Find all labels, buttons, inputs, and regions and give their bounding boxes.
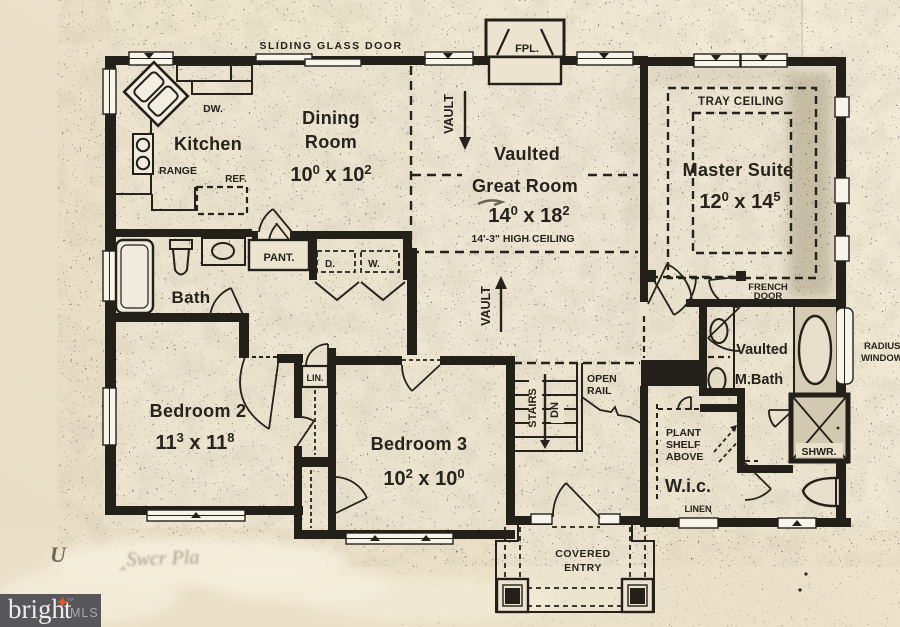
svg-text:MLS: MLS (70, 606, 99, 620)
svg-text:LIN.: LIN. (307, 373, 324, 383)
svg-text:PLANT: PLANT (666, 427, 702, 439)
svg-text:W.i.c.: W.i.c. (665, 476, 711, 496)
svg-text:SLIDING GLASS DOOR: SLIDING GLASS DOOR (259, 40, 402, 52)
svg-text:DW.: DW. (203, 103, 223, 115)
svg-text:RAIL: RAIL (587, 385, 612, 397)
svg-text:FRENCH: FRENCH (748, 282, 788, 293)
svg-text:Vaulted: Vaulted (736, 342, 788, 358)
svg-text:VAULT: VAULT (442, 94, 456, 134)
svg-text:Great Room: Great Room (472, 176, 578, 196)
svg-text:D.: D. (325, 259, 335, 270)
svg-text:Bedroom 2: Bedroom 2 (150, 401, 247, 421)
svg-text:140 x 182: 140 x 182 (488, 203, 569, 227)
svg-text:120 x 145: 120 x 145 (699, 189, 780, 213)
svg-text:W.: W. (368, 259, 380, 270)
svg-text:TRAY CEILING: TRAY CEILING (698, 96, 784, 108)
svg-text:VAULT: VAULT (479, 286, 493, 326)
svg-text:LINEN: LINEN (685, 504, 712, 514)
svg-text:Bath: Bath (172, 288, 211, 307)
svg-text:SHWR.: SHWR. (802, 446, 837, 458)
svg-text:REF.: REF. (225, 174, 247, 185)
svg-text:RANGE: RANGE (159, 165, 197, 177)
svg-text:14'-3" HIGH CEILING: 14'-3" HIGH CEILING (471, 233, 574, 245)
svg-text:ABOVE: ABOVE (666, 451, 703, 463)
svg-text:SHELF: SHELF (666, 439, 701, 451)
svg-text:COVERED: COVERED (555, 548, 610, 560)
svg-text:RADIUS: RADIUS (864, 341, 900, 352)
svg-text:STAIRS: STAIRS (527, 388, 539, 428)
svg-text:100 x 102: 100 x 102 (290, 162, 371, 186)
svg-text:PANT.: PANT. (264, 252, 295, 264)
svg-text:WINDOW: WINDOW (861, 353, 900, 364)
svg-text:DOOR: DOOR (754, 291, 783, 302)
svg-text:OPEN: OPEN (587, 373, 617, 385)
svg-text:TM: TM (67, 597, 74, 602)
svg-text:113 x 118: 113 x 118 (155, 430, 234, 454)
svg-text:Kitchen: Kitchen (174, 134, 242, 154)
svg-text:102 x 100: 102 x 100 (383, 466, 464, 490)
svg-text:M.Bath: M.Bath (735, 372, 783, 388)
svg-text:ENTRY: ENTRY (564, 562, 602, 574)
svg-text:Dining: Dining (302, 108, 360, 128)
svg-text:Room: Room (305, 132, 357, 152)
svg-text:Master Suite: Master Suite (683, 160, 794, 180)
svg-text:Bedroom 3: Bedroom 3 (371, 434, 468, 454)
svg-text:DN: DN (549, 402, 561, 418)
svg-text:‸Swcr Pla: ‸Swcr Pla (117, 546, 199, 571)
svg-text:bright: bright (8, 594, 72, 624)
svg-text:U: U (50, 542, 67, 567)
svg-text:FPL.: FPL. (515, 43, 539, 55)
svg-text:Vaulted: Vaulted (494, 144, 560, 164)
